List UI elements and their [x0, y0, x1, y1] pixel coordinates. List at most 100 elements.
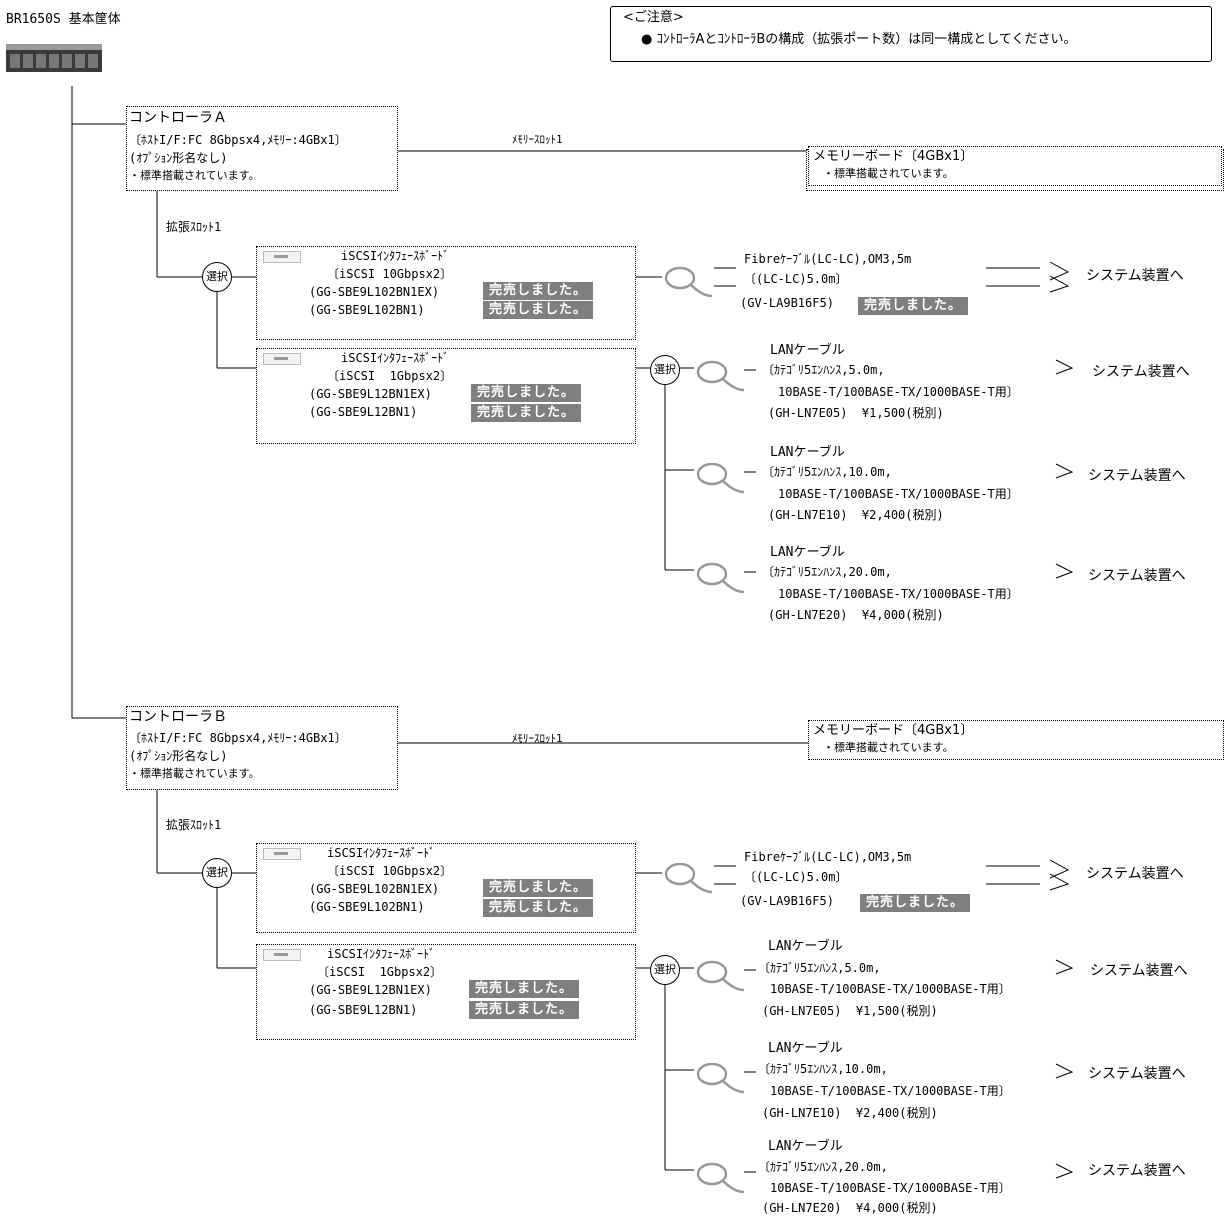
controller-b-memory-board-box: メモリーボード〔4GBx1〕 ・標準搭載されています。	[808, 720, 1224, 760]
board-image	[263, 353, 301, 365]
controller-a-name: コントローラＡ	[129, 110, 227, 126]
controller-b-board-1g: iSCSIｲﾝﾀﾌｪｰｽﾎﾞｰﾄﾞ 〔iSCSI 1Gbpsx2〕 (GG-SB…	[256, 944, 636, 1040]
sold-out-badge: 完売しました。	[469, 1001, 580, 1019]
controller-b-board-10g: iSCSIｲﾝﾀﾌｪｰｽﾎﾞｰﾄﾞ 〔iSCSI 10Gbpsx2〕 (GG-S…	[256, 843, 636, 933]
board-spec: 〔iSCSI 1Gbpsx2〕	[327, 369, 453, 383]
lan-cable-name: LANケーブル	[770, 343, 845, 358]
lan-cable-name: LANケーブル	[768, 1139, 843, 1154]
board-spec: 〔iSCSI 1Gbpsx2〕	[317, 965, 443, 979]
lan-cable-spec: 〔ｶﾃｺﾞﾘ5ｴﾝﾊﾝｽ,5.0m,	[762, 363, 885, 377]
controller-b-memory-board-name: メモリーボード〔4GBx1〕	[813, 723, 974, 738]
board-image	[263, 251, 301, 263]
lan-cable-spec: 〔ｶﾃｺﾞﾘ5ｴﾝﾊﾝｽ,10.0m,	[762, 465, 892, 479]
board-spec: 〔iSCSI 10Gbpsx2〕	[327, 864, 453, 878]
sold-out-badge: 完売しました。	[860, 894, 971, 912]
lan-cable-spec: 10BASE-T/100BASE-TX/1000BASE-T用〕	[770, 982, 1011, 996]
lan-cable-spec: 〔ｶﾃｺﾞﾘ5ｴﾝﾊﾝｽ,20.0m,	[762, 565, 892, 579]
chassis-image	[6, 44, 102, 72]
controller-b-memory-board-note: ・標準搭載されています。	[823, 741, 954, 754]
board-name: iSCSIｲﾝﾀﾌｪｰｽﾎﾞｰﾄﾞ	[327, 947, 436, 961]
controller-a-lan-select: 選択	[650, 355, 680, 385]
fibre-cable-spec: 〔(LC-LC)5.0m〕	[744, 272, 848, 286]
lan-cable-spec: 10BASE-T/100BASE-TX/1000BASE-T用〕	[778, 587, 1019, 601]
board-model: (GG-SBE9L102BN1)	[309, 303, 425, 317]
sold-out-badge: 完売しました。	[483, 301, 594, 319]
sold-out-badge: 完売しました。	[483, 899, 594, 917]
lan-cable-model: (GH-LN7E20) ¥4,000(税別)	[768, 608, 944, 622]
lan-cable-spec: 〔ｶﾃｺﾞﾘ5ｴﾝﾊﾝｽ,5.0m,	[758, 961, 881, 975]
sold-out-badge: 完売しました。	[471, 404, 582, 422]
fibre-cable-model: (GV-LA9B16F5)	[740, 894, 834, 908]
board-image	[263, 949, 301, 961]
fibre-cable-name: Fibreｹｰﾌﾞﾙ(LC-LC),OM3,5m	[744, 252, 912, 266]
controller-a-box: コントローラＡ 〔ﾎｽﾄI/F:FC 8Gbpsx4,ﾒﾓﾘｰ:4GBx1〕 (…	[126, 106, 398, 191]
cable-icons	[664, 266, 745, 1194]
notice-box: <ご注意> ● ｺﾝﾄﾛｰﾗAとｺﾝﾄﾛｰﾗBの構成（拡張ポート数）は同一構成と…	[610, 6, 1212, 62]
lan-cable-model: (GH-LN7E20) ¥4,000(税別)	[762, 1201, 938, 1215]
controller-b-standard: ・標準搭載されています。	[129, 767, 260, 780]
lan-cable-model: (GH-LN7E10) ¥2,400(税別)	[762, 1106, 938, 1120]
board-model: (GG-SBE9L102BN1EX)	[309, 882, 440, 896]
controller-a-board-1g: iSCSIｲﾝﾀﾌｪｰｽﾎﾞｰﾄﾞ 〔iSCSI 1Gbpsx2〕 (GG-SB…	[256, 348, 636, 444]
controller-a-board-select: 選択	[202, 262, 232, 292]
controller-a-memory-board-note: ・標準搭載されています。	[823, 167, 954, 180]
fibre-cable-model: (GV-LA9B16F5)	[740, 296, 834, 310]
board-name: iSCSIｲﾝﾀﾌｪｰｽﾎﾞｰﾄﾞ	[327, 846, 436, 860]
sold-out-badge: 完売しました。	[471, 384, 582, 402]
sold-out-badge: 完売しました。	[858, 297, 969, 315]
sold-out-badge: 完売しました。	[483, 879, 594, 897]
to-system-label: システム装置へ	[1086, 866, 1184, 882]
lan-cable-name: LANケーブル	[768, 1041, 843, 1056]
notice-title: <ご注意>	[623, 10, 684, 25]
to-system-label: システム装置へ	[1092, 364, 1190, 380]
to-system-label: システム装置へ	[1086, 268, 1184, 284]
controller-a-board-10g: iSCSIｲﾝﾀﾌｪｰｽﾎﾞｰﾄﾞ 〔iSCSI 10Gbpsx2〕 (GG-S…	[256, 246, 636, 340]
controller-b-memory-slot-label: ﾒﾓﾘｰｽﾛｯﾄ1	[512, 732, 563, 745]
to-system-label: システム装置へ	[1088, 1066, 1186, 1082]
controller-b-option: (ｵﾌﾟｼｮﾝ形名なし)	[129, 749, 228, 763]
lan-cable-spec: 10BASE-T/100BASE-TX/1000BASE-T用〕	[778, 487, 1019, 501]
fibre-cable-name: Fibreｹｰﾌﾞﾙ(LC-LC),OM3,5m	[744, 850, 912, 864]
controller-a-memory-board-name: メモリーボード〔4GBx1〕	[813, 149, 974, 164]
controller-b-box: コントローラＢ 〔ﾎｽﾄI/F:FC 8Gbpsx4,ﾒﾓﾘｰ:4GBx1〕 (…	[126, 706, 398, 790]
lan-cable-model: (GH-LN7E05) ¥1,500(税別)	[768, 406, 944, 420]
controller-a-standard: ・標準搭載されています。	[129, 169, 260, 182]
controller-b-board-select: 選択	[202, 858, 232, 888]
board-model: (GG-SBE9L12BN1)	[309, 405, 418, 419]
board-model: (GG-SBE9L102BN1EX)	[309, 285, 440, 299]
board-name: iSCSIｲﾝﾀﾌｪｰｽﾎﾞｰﾄﾞ	[341, 249, 450, 263]
to-system-label: システム装置へ	[1088, 568, 1186, 584]
lan-cable-model: (GH-LN7E05) ¥1,500(税別)	[762, 1004, 938, 1018]
board-image	[263, 848, 301, 860]
controller-b-spec: 〔ﾎｽﾄI/F:FC 8Gbpsx4,ﾒﾓﾘｰ:4GBx1〕	[129, 731, 347, 745]
controller-b-expansion-label: 拡張ｽﾛｯﾄ1	[166, 818, 222, 832]
to-system-label: システム装置へ	[1090, 963, 1188, 979]
chassis-title: BR1650S 基本筐体	[6, 12, 121, 27]
controller-b-name: コントローラＢ	[129, 709, 227, 725]
controller-a-spec: 〔ﾎｽﾄI/F:FC 8Gbpsx4,ﾒﾓﾘｰ:4GBx1〕	[129, 133, 347, 147]
lan-cable-spec: 10BASE-T/100BASE-TX/1000BASE-T用〕	[770, 1181, 1011, 1195]
controller-a-memory-slot-label: ﾒﾓﾘｰｽﾛｯﾄ1	[512, 133, 563, 146]
lan-cable-name: LANケーブル	[768, 939, 843, 954]
to-system-label: システム装置へ	[1088, 468, 1186, 484]
sold-out-badge: 完売しました。	[469, 980, 580, 998]
controller-a-memory-board-box: メモリーボード〔4GBx1〕 ・標準搭載されています。	[808, 146, 1222, 186]
to-system-label: システム装置へ	[1088, 1163, 1186, 1179]
controller-a-option: (ｵﾌﾟｼｮﾝ形名なし)	[129, 151, 228, 165]
board-name: iSCSIｲﾝﾀﾌｪｰｽﾎﾞｰﾄﾞ	[341, 351, 450, 365]
board-model: (GG-SBE9L12BN1)	[309, 1003, 418, 1017]
board-model: (GG-SBE9L12BN1EX)	[309, 983, 432, 997]
board-model: (GG-SBE9L102BN1)	[309, 900, 425, 914]
lan-cable-spec: 〔ｶﾃｺﾞﾘ5ｴﾝﾊﾝｽ,10.0m,	[758, 1062, 888, 1076]
sold-out-badge: 完売しました。	[483, 282, 594, 300]
lan-cable-name: LANケーブル	[770, 545, 845, 560]
notice-text: ● ｺﾝﾄﾛｰﾗAとｺﾝﾄﾛｰﾗBの構成（拡張ポート数）は同一構成としてください…	[641, 32, 1077, 47]
board-spec: 〔iSCSI 10Gbpsx2〕	[327, 267, 453, 281]
lan-cable-model: (GH-LN7E10) ¥2,400(税別)	[768, 508, 944, 522]
fibre-cable-spec: 〔(LC-LC)5.0m〕	[744, 870, 848, 884]
lan-cable-spec: 10BASE-T/100BASE-TX/1000BASE-T用〕	[778, 385, 1019, 399]
controller-b-lan-select: 選択	[650, 955, 680, 985]
lan-cable-spec: 10BASE-T/100BASE-TX/1000BASE-T用〕	[770, 1084, 1011, 1098]
controller-a-expansion-label: 拡張ｽﾛｯﾄ1	[166, 220, 222, 234]
